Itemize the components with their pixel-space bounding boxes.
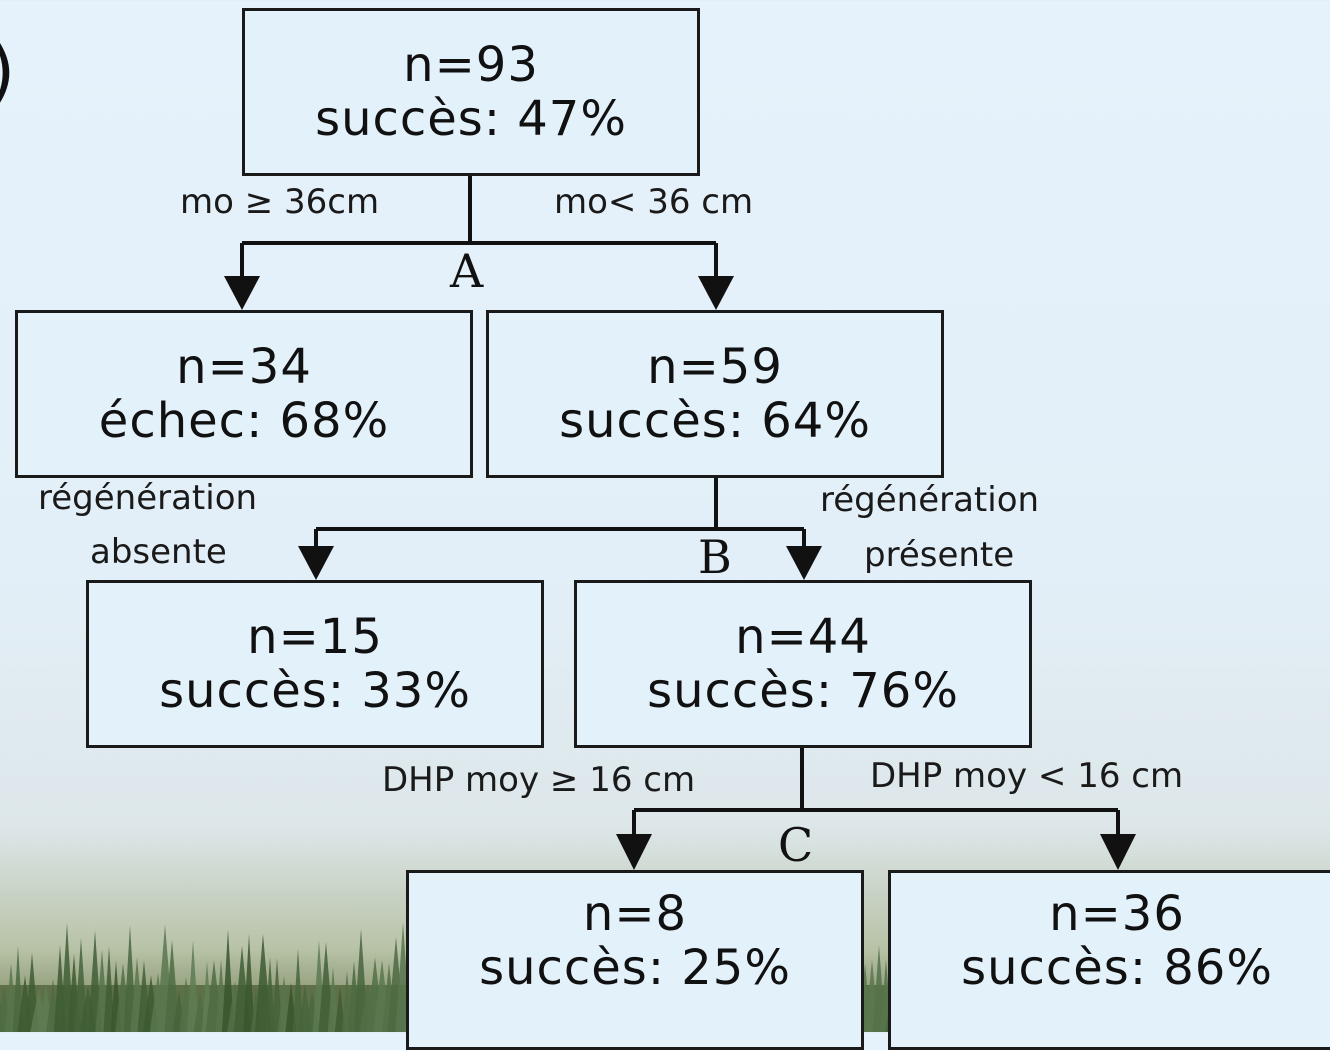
- condition-c-right: DHP moy < 16 cm: [870, 756, 1184, 796]
- arrowhead-a-left: [224, 276, 260, 310]
- node-count: n=34: [176, 339, 312, 395]
- node-count: n=8: [582, 886, 688, 942]
- spruce-tree: [103, 946, 115, 1032]
- spruce-tree: [243, 933, 255, 1032]
- panel-label-paren: ): [0, 30, 15, 112]
- node-left-2: n=15 succès: 33%: [86, 580, 544, 748]
- split-label-b: B: [698, 530, 732, 584]
- node-count: n=93: [403, 37, 539, 93]
- split-label-a: A: [450, 244, 484, 298]
- node-left-3: n=8 succès: 25%: [406, 870, 864, 1050]
- node-left-1: n=34 échec: 68%: [15, 310, 473, 478]
- node-count: n=59: [647, 339, 783, 395]
- node-right-3: n=36 succès: 86%: [888, 870, 1330, 1050]
- node-right-2: n=44 succès: 76%: [574, 580, 1032, 748]
- node-outcome: échec: 68%: [98, 393, 390, 449]
- spruce-tree: [334, 986, 346, 1032]
- node-outcome: succès: 86%: [961, 940, 1273, 996]
- spruce-tree: [264, 957, 276, 1032]
- spruce-tree: [292, 948, 304, 1032]
- arrowhead-a-right: [698, 276, 734, 310]
- spruce-tree: [164, 939, 180, 1032]
- spruce-tree: [327, 966, 339, 1032]
- node-count: n=36: [1049, 886, 1185, 942]
- condition-c-left: DHP moy ≥ 16 cm: [382, 760, 696, 800]
- condition-b-left-line1: régénération: [38, 478, 258, 518]
- node-outcome: succès: 47%: [315, 91, 627, 147]
- node-right-1: n=59 succès: 64%: [486, 310, 944, 478]
- spruce-tree: [221, 929, 235, 1032]
- condition-a-left: mo ≥ 36cm: [180, 182, 380, 222]
- node-outcome: succès: 64%: [559, 393, 871, 449]
- node-count: n=15: [247, 609, 383, 665]
- condition-b-right-line1: régénération: [820, 480, 1040, 520]
- spruce-tree: [186, 940, 200, 1032]
- node-outcome: succès: 25%: [479, 940, 791, 996]
- condition-b-left-line2: absente: [90, 532, 227, 572]
- condition-a-right: mo< 36 cm: [554, 182, 754, 222]
- arrowhead-c-right: [1100, 834, 1136, 870]
- arrowhead-b-left: [298, 546, 334, 580]
- split-label-c: C: [778, 818, 814, 872]
- node-root: n=93 succès: 47%: [242, 8, 700, 176]
- node-outcome: succès: 33%: [159, 663, 471, 719]
- spruce-tree: [271, 957, 283, 1032]
- node-outcome: succès: 76%: [647, 663, 959, 719]
- arrowhead-b-right: [786, 546, 822, 580]
- condition-b-right-line2: présente: [864, 535, 1015, 575]
- arrowhead-c-left: [616, 834, 652, 870]
- node-count: n=44: [735, 609, 871, 665]
